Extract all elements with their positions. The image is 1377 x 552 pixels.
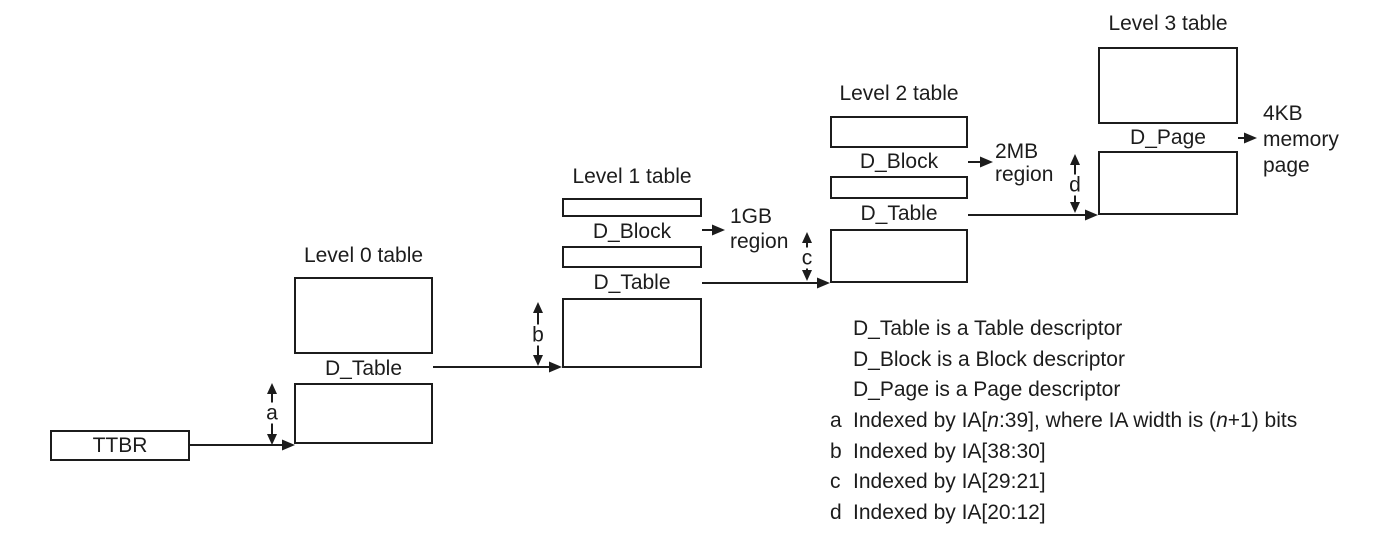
- index-arrow-d-up-head: [1070, 154, 1080, 165]
- arrow-level1-to-level2-head: [817, 277, 830, 289]
- legend-indexed-a-text: Indexed by IA[n:39], where IA width is (…: [853, 409, 1298, 433]
- legend-indexed-c: c Indexed by IA[29:21]: [830, 467, 1297, 498]
- region-label-1gb: 1GB region: [730, 205, 789, 253]
- index-arrow-c-label: c: [798, 247, 816, 269]
- index-arrow-c-down-head: [802, 270, 812, 281]
- legend-d-block-descriptor: D_Block is a Block descriptor: [830, 345, 1297, 376]
- level1-d-block-label: D_Block: [592, 219, 672, 243]
- level1-d-block-row: D_Block: [562, 215, 702, 248]
- level1-table-title: Level 1 table: [572, 165, 692, 188]
- index-arrow-b-label: b: [529, 324, 547, 346]
- legend: D_Table is a Table descriptor D_Block is…: [830, 314, 1297, 528]
- level2-d-block-label: D_Block: [859, 150, 939, 173]
- index-arrow-a-down-head: [267, 434, 277, 445]
- legend-key-b: b: [830, 439, 842, 463]
- arrow-level0-to-level1-head: [549, 361, 562, 373]
- index-arrow-d-label: d: [1066, 174, 1084, 196]
- legend-indexed-c-text: Indexed by IA[29:21]: [853, 470, 1046, 494]
- level0-d-table-label: D_Table: [324, 356, 403, 380]
- level2-table-title: Level 2 table: [839, 82, 959, 105]
- arrow-level2-to-level3-head: [1085, 209, 1098, 221]
- level1-d-table-row: D_Table: [562, 266, 702, 300]
- legend-indexed-d-text: Indexed by IA[20:12]: [853, 500, 1046, 524]
- legend-d-block-text: D_Block is a Block descriptor: [853, 347, 1125, 371]
- legend-d-page-descriptor: D_Page is a Page descriptor: [830, 375, 1297, 406]
- legend-indexed-b: b Indexed by IA[38:30]: [830, 436, 1297, 467]
- arrow-ttbr-to-level0-head: [282, 439, 295, 451]
- italic-n: n: [1216, 409, 1228, 433]
- index-arrow-d-down-head: [1070, 202, 1080, 213]
- level2-d-table-row: D_Table: [830, 197, 968, 231]
- level3-d-page-label: D_Page: [1130, 125, 1206, 149]
- index-arrow-c-up-head: [802, 232, 812, 243]
- ttbr-label: TTBR: [92, 433, 148, 457]
- page-label-4kb: 4KB memory page: [1263, 102, 1339, 177]
- legend-indexed-d: d Indexed by IA[20:12]: [830, 498, 1297, 529]
- arrow-level1-block-output-head: [712, 224, 725, 236]
- legend-indexed-a: a Indexed by IA[n:39], where IA width is…: [830, 406, 1297, 437]
- level3-table-title: Level 3 table: [1108, 12, 1228, 35]
- legend-indexed-b-text: Indexed by IA[38:30]: [853, 439, 1046, 463]
- legend-d-table-descriptor: D_Table is a Table descriptor: [830, 314, 1297, 345]
- index-arrow-a-label: a: [263, 402, 281, 424]
- level0-d-table-row: D_Table: [294, 352, 433, 385]
- legend-d-page-text: D_Page is a Page descriptor: [853, 378, 1121, 402]
- arrow-level3-page-output-head: [1244, 132, 1257, 144]
- italic-n: n: [987, 409, 999, 433]
- region-label-2mb: 2MB region: [995, 140, 1054, 186]
- index-arrow-a-up-head: [267, 383, 277, 394]
- level0-table-title: Level 0 table: [303, 244, 424, 267]
- legend-key-c: c: [830, 470, 841, 494]
- legend-key-d: d: [830, 500, 842, 524]
- level2-d-table-label: D_Table: [860, 202, 938, 225]
- level1-d-table-label: D_Table: [593, 271, 671, 294]
- legend-d-table-text: D_Table is a Table descriptor: [853, 317, 1123, 341]
- index-arrow-b-down-head: [533, 355, 543, 366]
- index-arrow-b-up-head: [533, 302, 543, 313]
- legend-key-a: a: [830, 409, 842, 433]
- ttbr-box: TTBR: [50, 430, 190, 461]
- level3-d-page-row: D_Page: [1098, 122, 1238, 153]
- arrow-level2-block-output-head: [980, 156, 993, 168]
- level2-d-block-row: D_Block: [830, 146, 968, 178]
